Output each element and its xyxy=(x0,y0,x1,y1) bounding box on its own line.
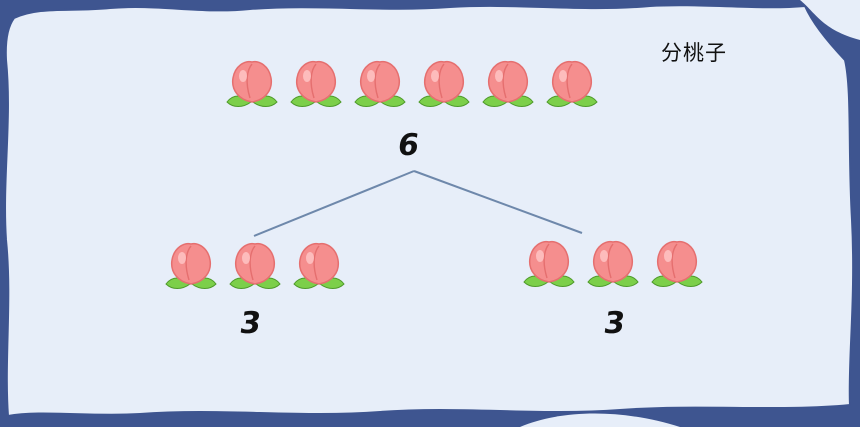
peach-icon xyxy=(418,60,470,107)
peach-icon xyxy=(587,240,639,287)
peach-group-right xyxy=(520,236,706,292)
peach-group-left xyxy=(162,238,348,294)
peach-group-top xyxy=(223,56,601,112)
peach-icon xyxy=(354,60,406,107)
peach-icon xyxy=(165,242,217,289)
peach-icon xyxy=(290,60,342,107)
title: 分桃子 xyxy=(661,41,727,65)
peach-icon xyxy=(523,240,575,287)
peach-icon xyxy=(293,242,345,289)
peach-icon xyxy=(651,240,703,287)
peach-icon xyxy=(482,60,534,107)
peach-icon xyxy=(226,60,278,107)
peach-icon xyxy=(546,60,598,107)
peach-icon xyxy=(229,242,281,289)
